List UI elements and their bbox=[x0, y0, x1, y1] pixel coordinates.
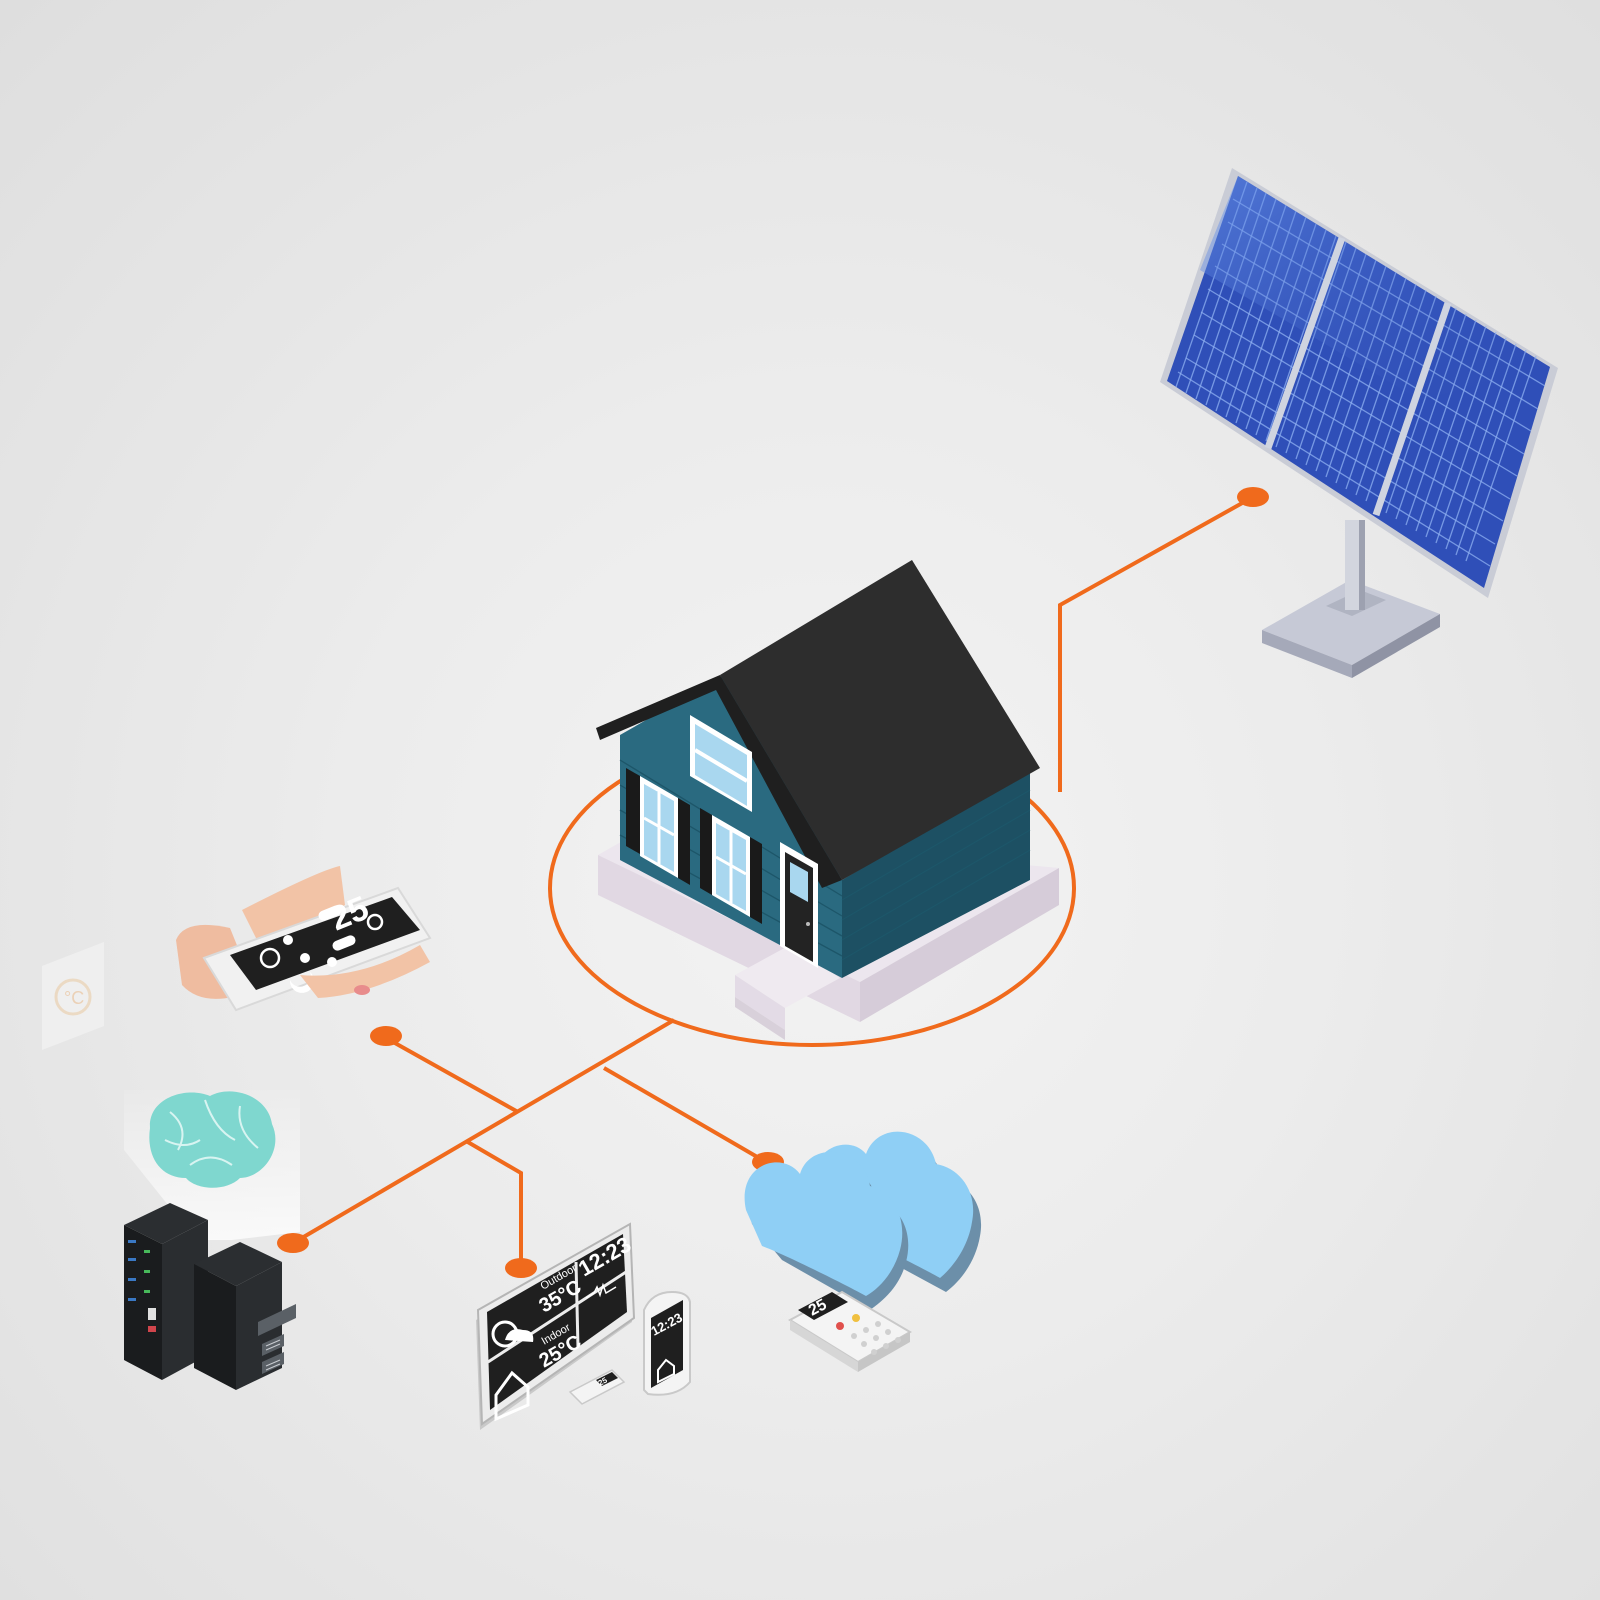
front-door bbox=[780, 842, 818, 968]
solar-link bbox=[1058, 495, 1254, 792]
house-icon bbox=[596, 560, 1059, 1040]
ac-remote-temperature: 25 bbox=[806, 1296, 830, 1319]
weather-display-icon: Outdoor 35°C Indoor 25°C 12:23 bbox=[476, 1222, 635, 1430]
node-display bbox=[505, 1258, 537, 1278]
phone-link bbox=[385, 1036, 519, 1114]
wall-thermostat-icon: °C bbox=[42, 942, 104, 1050]
window-left bbox=[626, 768, 690, 885]
network-nodes bbox=[277, 487, 1269, 1278]
node-phone bbox=[370, 1026, 402, 1046]
display-link bbox=[464, 1139, 523, 1268]
remote-control-icon: 25 bbox=[788, 1290, 912, 1372]
solar-panel-icon bbox=[1160, 168, 1558, 678]
wall-thermostat-unit: °C bbox=[64, 988, 84, 1008]
brain-icon bbox=[124, 1090, 300, 1240]
smartphone-icon: 25 bbox=[176, 866, 432, 1012]
node-server bbox=[277, 1233, 309, 1253]
small-remote-icon: 25 bbox=[568, 1369, 626, 1405]
main-trunk bbox=[293, 1018, 676, 1244]
attic-window bbox=[690, 715, 752, 812]
house-base-right bbox=[860, 868, 1059, 1022]
cloud-link bbox=[602, 1066, 768, 1164]
node-solar bbox=[1237, 487, 1269, 507]
thermostat-icon: 12:23 bbox=[643, 1290, 691, 1396]
server-icon bbox=[124, 1203, 296, 1390]
cloud-icon bbox=[744, 1131, 982, 1310]
roof-top bbox=[720, 560, 1040, 880]
house-wall-right bbox=[842, 770, 1030, 978]
window-right bbox=[700, 808, 762, 924]
